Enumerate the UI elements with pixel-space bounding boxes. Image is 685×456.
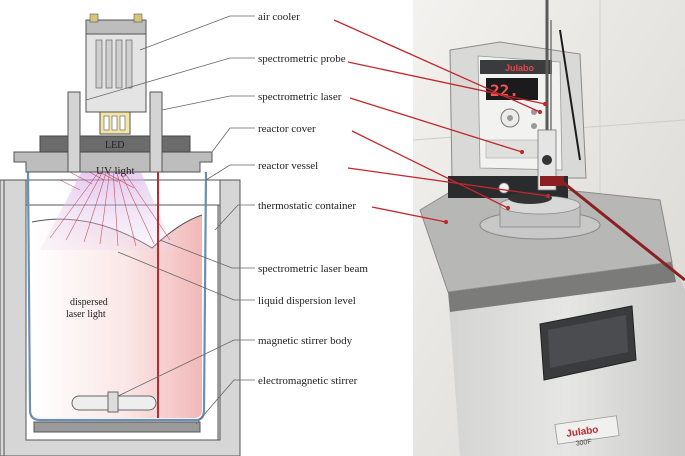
label-em-stirrer: electromagnetic stirrer	[258, 375, 358, 387]
reactor-vessel-shape	[26, 171, 208, 422]
probe-tube-right	[149, 91, 163, 173]
uv-light-label: UV light	[96, 165, 135, 177]
label-air-cooler: air cooler	[258, 11, 300, 23]
label-stirrer-body: magnetic stirrer body	[258, 335, 353, 347]
electromagnetic-stirrer-shape	[33, 421, 201, 433]
photo-brand-top: Julabo	[505, 63, 535, 73]
label-laser-beam: spectrometric laser beam	[258, 263, 368, 275]
label-spectrometric-laser: spectrometric laser	[258, 91, 342, 103]
magnetic-stirrer-body-shape	[71, 391, 157, 413]
setup-photo: Julabo 300F Julabo 22.	[333, 0, 685, 456]
dispersed-label-line1: dispersed	[70, 297, 108, 308]
photo-brand-bottom: Julabo	[566, 424, 599, 439]
leader-lines	[85, 15, 255, 425]
label-thermostatic-container: thermostatic container	[258, 200, 356, 212]
liquid-dispersion	[32, 215, 202, 418]
led-label: LED	[105, 140, 124, 151]
photo-leader-lines	[333, 19, 551, 225]
schematic: LED UV light dispersed laser light air c…	[0, 11, 368, 456]
air-cooler-shape	[85, 13, 147, 135]
probe-tube-left	[67, 91, 81, 173]
photo-model: 300F	[575, 438, 592, 447]
label-reactor-vessel: reactor vessel	[258, 160, 318, 172]
photo-display-value: 22.	[490, 81, 519, 100]
label-reactor-cover: reactor cover	[258, 123, 316, 135]
dispersed-label-line2: laser light	[66, 309, 106, 320]
label-spectrometric-probe: spectrometric probe	[258, 53, 346, 65]
label-dispersion-level: liquid dispersion level	[258, 295, 356, 307]
